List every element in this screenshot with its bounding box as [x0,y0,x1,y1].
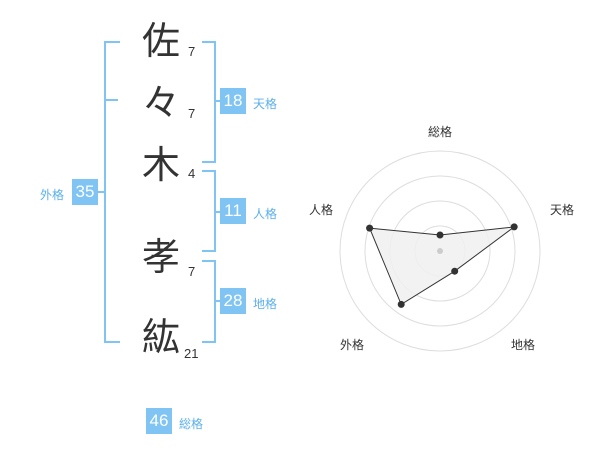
name-char-1: 佐 [142,19,181,63]
stroke-count-5: 21 [184,346,199,361]
radar-axis-label-tenkaku: 天格 [550,203,575,217]
soukaku-badge: 46 [146,408,172,434]
name-char-5: 紘 [142,315,181,359]
radar-point-2 [451,267,459,275]
radar-series-polygon [368,226,516,306]
radar-center-dot [437,248,443,254]
gaikaku-bracket-connector [98,191,104,193]
jinkaku-connector [214,211,220,213]
radar-point-1 [510,223,518,231]
tenkaku-badge: 18 [220,88,246,114]
chikaku-badge: 28 [220,288,246,314]
gaikaku-bracket [104,41,120,343]
name-char-4: 孝 [142,235,181,279]
chikaku-label: 地格 [253,297,278,311]
radar-axis-label-jinkaku: 人格 [309,203,334,217]
soukaku-label: 総格 [179,417,204,431]
tenkaku-bracket [202,41,216,163]
gaikaku-badge: 35 [72,179,98,205]
radar-point-3 [397,300,405,308]
stroke-count-3: 4 [188,166,196,181]
radar-grid-ring [364,175,516,327]
name-char-2: 々 [142,81,181,125]
tenkaku-label: 天格 [253,97,278,111]
radar-point-0 [436,231,444,239]
radar-grid-ring [339,150,541,352]
jinkaku-badge: 11 [220,198,246,224]
stroke-count-1: 7 [188,44,196,59]
name-char-3: 木 [142,143,181,187]
radar-axis-label-gaikaku: 外格 [340,338,365,352]
gaikaku-label: 外格 [40,188,65,202]
stroke-count-4: 7 [188,264,196,279]
tenkaku-connector [214,100,220,102]
chikaku-connector [214,300,220,302]
radar-point-4 [366,224,374,232]
gaikaku-bracket-tick [104,99,118,101]
radar-axis-label-soukaku: 総格 [428,125,453,139]
stroke-count-2: 7 [188,106,196,121]
radar-axis-label-chikaku: 地格 [511,338,536,352]
jinkaku-label: 人格 [253,207,278,221]
